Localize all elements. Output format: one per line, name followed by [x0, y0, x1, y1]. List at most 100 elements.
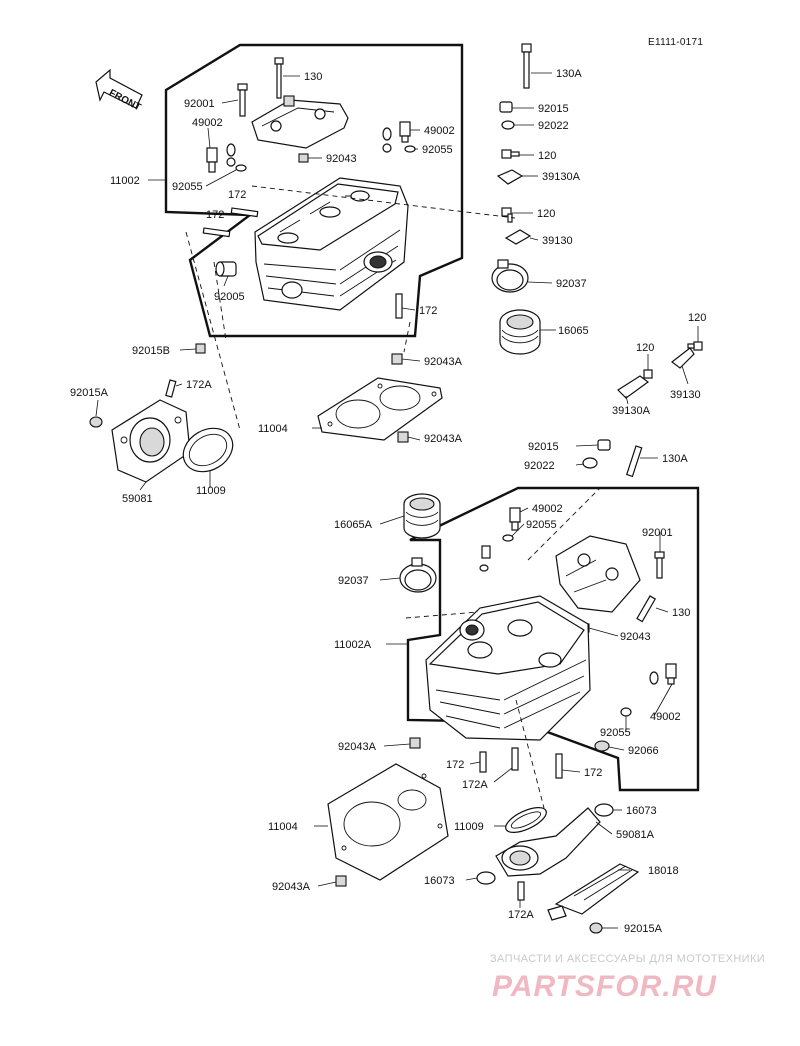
bolt-92001-front	[654, 551, 665, 579]
bolt-130-rear	[274, 57, 284, 99]
label-39130a-top: 39130A	[542, 171, 581, 183]
watermark-tagline: ЗАПЧАСТИ И АКСЕССУАРЫ ДЛЯ МОТОТЕХНИКИ	[490, 953, 765, 965]
oil-fitting-49002-left	[206, 143, 236, 173]
front-arrow-icon: FRONT	[95, 68, 143, 113]
stud-172a-rear	[165, 379, 177, 398]
stud-172a-low	[517, 881, 525, 901]
washer-92022-front	[582, 457, 598, 469]
gasket-11009-rear	[182, 427, 234, 473]
plug-92005	[215, 261, 237, 277]
label-49002-left: 49002	[192, 117, 223, 129]
stud-172a-mid	[511, 747, 519, 771]
bolt-130-front	[636, 595, 657, 623]
label-172a-mid: 172A	[462, 779, 488, 791]
label-172-e: 172	[584, 767, 602, 779]
o-ring-92055-low	[620, 707, 632, 717]
head-gasket-11004-rear	[317, 377, 443, 441]
label-92015a-left: 92015A	[70, 387, 109, 399]
label-92015a-low: 92015A	[624, 923, 663, 935]
cylinder-head-11002a	[425, 595, 591, 741]
label-92001-top: 92001	[184, 98, 215, 110]
label-92037-top: 92037	[556, 278, 587, 290]
part-labels: 130 130A 92001 49002 92015 92022 49002 9…	[70, 68, 706, 935]
label-92055-top: 92055	[422, 144, 453, 156]
bolt-120-a	[501, 149, 520, 159]
label-39130a-mid: 39130A	[612, 405, 651, 417]
camshaft-cap-rear	[251, 95, 349, 149]
dowel-92043-rear	[298, 153, 309, 163]
oil-fitting-small-front	[479, 545, 491, 572]
bracket-39130-mid	[671, 347, 695, 369]
label-92015-top: 92015	[538, 103, 569, 115]
cover-18018	[547, 863, 640, 921]
bracket-39130a-mid	[617, 375, 650, 399]
gasket-11009-front	[505, 807, 547, 833]
dowel-92043a-b	[397, 431, 409, 443]
label-16065a: 16065A	[334, 519, 373, 531]
label-92043a-c: 92043A	[338, 741, 377, 753]
label-49002-mid: 49002	[532, 503, 563, 515]
washer-92066	[594, 740, 610, 752]
label-11009-left: 11009	[196, 485, 226, 497]
stud-172-c	[395, 293, 403, 319]
label-16065: 16065	[558, 325, 589, 337]
label-120-c: 120	[688, 312, 706, 324]
label-92055-mid: 92055	[526, 519, 557, 531]
bracket-39130a-rear	[496, 169, 524, 185]
bolt-92001-rear	[237, 83, 248, 117]
label-92015-mid: 92015	[528, 441, 559, 453]
label-49002-low: 49002	[650, 711, 681, 723]
bolt-130a-front	[625, 445, 643, 478]
oil-fitting-49002-right	[382, 121, 411, 153]
exhaust-holder-59081	[111, 399, 191, 483]
front-head-group-outline	[406, 486, 700, 792]
nut-92015a-rear	[89, 416, 103, 428]
label-11009-low: 11009	[454, 821, 484, 833]
label-11002a: 11002A	[334, 639, 372, 651]
carb-holder-16065a	[403, 493, 441, 539]
oil-fitting-49002-mid	[509, 507, 521, 531]
label-130-top: 130	[304, 71, 322, 83]
label-16073-left: 16073	[424, 875, 455, 887]
assembly-guide-lines	[185, 185, 601, 809]
label-172-a: 172	[228, 189, 246, 201]
label-92055-low: 92055	[600, 727, 631, 739]
label-11004-low: 11004	[268, 821, 298, 833]
head-gasket-11004-front	[327, 763, 449, 881]
o-ring-92055-left	[235, 164, 247, 172]
label-92043a-b: 92043A	[424, 433, 463, 445]
clamp-92037-rear	[491, 259, 529, 293]
camshaft-cap-front	[555, 535, 641, 613]
dowel-92043a-c	[409, 737, 421, 749]
stud-172-d	[479, 751, 487, 773]
label-92043a-a: 92043A	[424, 356, 463, 368]
stud-172-b	[202, 227, 231, 238]
oil-fitting-49002-low	[649, 663, 677, 685]
label-92022-top: 92022	[538, 120, 569, 132]
washer-16073-left	[476, 871, 496, 885]
watermark-brand: PARTSFOR.RU	[492, 970, 717, 1003]
washer-92015-front	[597, 439, 611, 451]
stud-172-a	[230, 207, 259, 218]
label-172a-left: 172A	[186, 379, 212, 391]
diagram-ref-code: E1111-0171	[648, 37, 703, 48]
label-59081a: 59081A	[616, 829, 655, 841]
o-ring-92055-rear	[404, 145, 416, 153]
bracket-39130-rear	[504, 229, 532, 245]
label-39130-top: 39130	[542, 235, 573, 247]
rear-head-group-outline	[164, 43, 464, 338]
label-11002: 11002	[110, 175, 140, 187]
label-172-b: 172	[206, 209, 224, 221]
watermark: ЗАПЧАСТИ И АКСЕССУАРЫ ДЛЯ МОТОТЕХНИКИ PA…	[490, 953, 765, 1003]
label-130-right: 130	[672, 607, 690, 619]
label-120-a: 120	[538, 150, 556, 162]
label-120-d: 120	[636, 342, 654, 354]
stud-172-e	[555, 753, 563, 779]
label-92043-right: 92043	[620, 631, 651, 643]
label-92037-mid: 92037	[338, 575, 369, 587]
label-172a-low: 172A	[508, 909, 534, 921]
label-92055-left: 92055	[172, 181, 203, 193]
label-16073-right: 16073	[626, 805, 657, 817]
label-172-c: 172	[419, 305, 437, 317]
bolt-120-b	[501, 207, 513, 223]
